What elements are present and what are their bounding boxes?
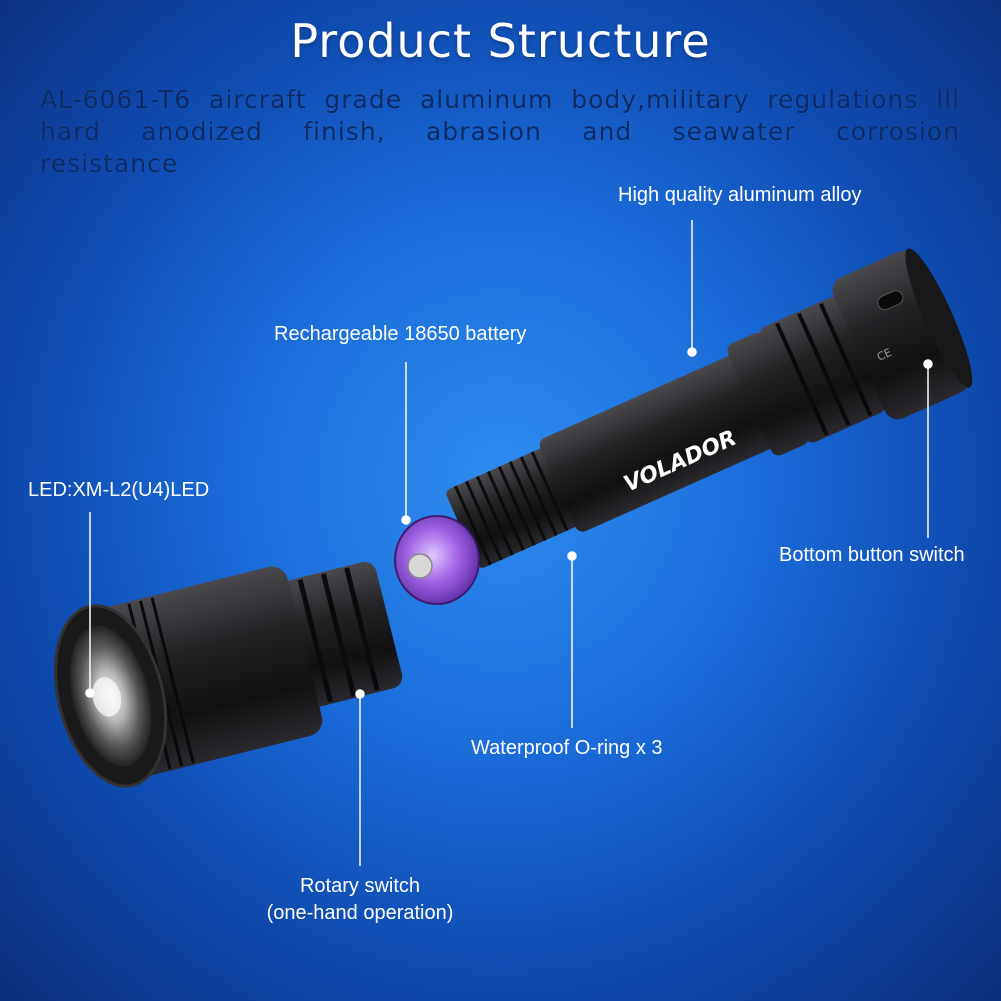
- led-head: [53, 561, 403, 788]
- label-rotary-switch-line2: (one-hand operation): [266, 902, 454, 924]
- label-bottom-switch: Bottom button switch: [779, 544, 965, 566]
- battery: [394, 515, 480, 605]
- svg-text:CE: CE: [875, 346, 894, 364]
- label-aluminum-alloy: High quality aluminum alloy: [618, 184, 862, 206]
- flashlight-body: CE: [446, 248, 973, 568]
- callout-lines: [85, 220, 933, 866]
- label-rotary-switch: Rotary switch (one-hand operation): [240, 875, 480, 925]
- subtitle: AL-6061-T6 aircraft grade aluminum body,…: [40, 85, 960, 178]
- label-o-ring: Waterproof O-ring x 3: [471, 737, 663, 759]
- label-led: LED:XM-L2(U4)LED: [28, 479, 210, 501]
- page-title: Product Structure: [290, 14, 711, 68]
- label-rotary-switch-line1: Rotary switch: [299, 875, 421, 897]
- label-battery: Rechargeable 18650 battery: [274, 323, 527, 345]
